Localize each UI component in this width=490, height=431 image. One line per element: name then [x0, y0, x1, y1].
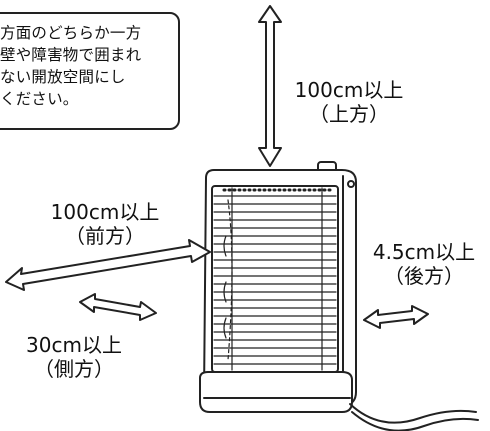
- arrow-back-clearance: [363, 305, 429, 329]
- heater-grille: [213, 187, 337, 371]
- arrow-front-clearance: [5, 239, 211, 291]
- placement-note-box: 方面のどちらか一方 壁や障害物で囲まれ ない開放空間にし ください。: [0, 12, 180, 130]
- label-top-distance: 100cm以上: [294, 78, 404, 102]
- label-front-direction: （前方）: [65, 224, 145, 248]
- arrow-side-clearance: [79, 293, 157, 321]
- label-back-direction: （後方）: [384, 264, 464, 288]
- label-top-direction: （上方）: [309, 102, 389, 126]
- label-side-clearance: 30cm以上 （側方）: [14, 333, 134, 381]
- label-side-direction: （側方）: [34, 357, 114, 381]
- note-line-4: ください。: [0, 90, 79, 108]
- label-back-clearance: 4.5cm以上 （後方）: [364, 240, 484, 288]
- label-side-distance: 30cm以上: [26, 333, 122, 357]
- note-line-2: 壁や障害物で囲まれ: [0, 46, 142, 64]
- note-line-3: ない開放空間にし: [0, 68, 126, 86]
- label-front-clearance: 100cm以上 （前方）: [30, 200, 180, 248]
- label-front-distance: 100cm以上: [50, 200, 160, 224]
- label-top-clearance: 100cm以上 （上方）: [284, 78, 414, 126]
- heater-illustration: [199, 161, 479, 431]
- note-line-1: 方面のどちらか一方: [0, 24, 142, 42]
- arrow-top-clearance: [258, 5, 282, 167]
- label-back-distance: 4.5cm以上: [372, 240, 476, 264]
